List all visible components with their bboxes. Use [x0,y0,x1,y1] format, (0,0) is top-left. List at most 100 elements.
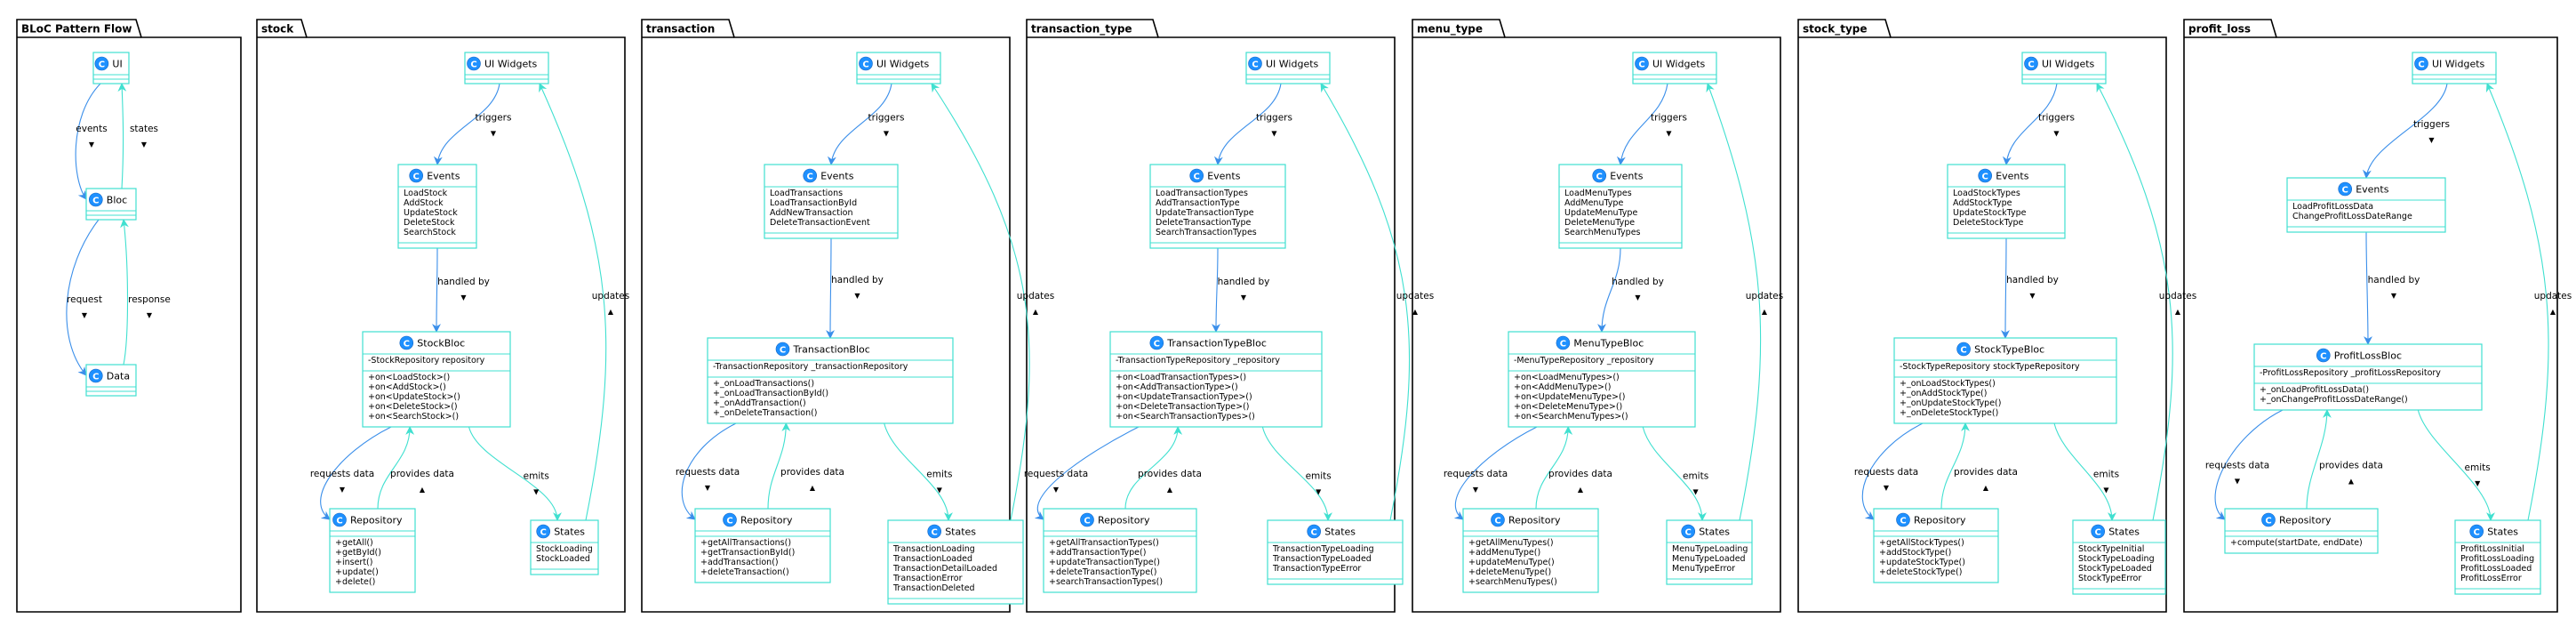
class-title: Events [1610,171,1644,182]
class-method: +deleteStockType() [1879,567,1962,577]
class-box [707,337,954,424]
class-field: AddTransactionType [1156,198,1240,208]
circle-c-icon: C [1681,524,1695,539]
circle-c-icon: C [89,368,103,383]
badge-circle [89,192,103,207]
class-title: Events [1207,171,1241,182]
edge-updates [1706,83,1762,521]
class-field: TransactionLoading [892,544,975,554]
edge-triggers [433,83,500,165]
class-method: +getAllMenuTypes() [1468,538,1554,548]
edge-label-provides-data: provides data▲ [1548,469,1612,494]
badge-letter: C [862,60,868,69]
class-box [2253,343,2483,411]
class-title: Events [427,171,460,182]
class-field: StockTypeLoading [2078,554,2155,564]
class-box [2072,519,2166,595]
class-method: +getAll() [335,538,373,548]
edge-label-text: handled by [437,277,490,287]
edge-direction-arrow: ▼ [82,311,88,319]
class-title: ProfitLossBloc [2334,350,2402,362]
class-field: TransactionDetailLoaded [892,564,997,574]
class-field: DeleteTransactionEvent [770,218,870,228]
class-title: Repository [2279,515,2332,526]
class-field: StockLoaded [536,554,590,564]
badge-letter: C [336,516,342,526]
edge-label-requests-data: requests data▼ [1444,469,1508,494]
circle-c-icon: C [536,524,551,539]
circle-c-icon: C [1556,335,1571,350]
edge-direction-arrow: ▼ [460,293,467,301]
package-profit-loss: profit_loss [2183,19,2558,613]
class-method: +updateStockType() [1879,558,1965,567]
edge-triggers [1213,83,1282,165]
class-method: +getById() [335,548,381,558]
edge-direction-arrow: ▲ [2175,308,2181,316]
edge-label-text: handled by [1218,277,1270,287]
edge-emits [884,422,953,521]
badge-circle [1248,56,1262,71]
edge-direction-arrow: ▲ [810,484,816,492]
class-title: TransactionBloc [793,344,870,356]
class-field: -TransactionRepository _transactionRepos… [713,362,908,372]
edge-direction-arrow: ▲ [1983,484,1989,492]
edge-request [66,219,100,376]
edge-label-text: updates [2534,291,2572,301]
circle-c-icon: C [2261,512,2276,527]
edge-label-text: updates [1396,291,1434,301]
edge-label-text: requests data [1854,467,1918,478]
edge-label-text: provides data [780,467,844,478]
class-field: SearchTransactionTypes [1156,228,1257,237]
edge-label-handled-by: handled by▼ [2368,275,2420,300]
class-method: +compute(startDate, endDate) [2230,538,2363,548]
edge-direction-arrow: ▲ [420,486,426,494]
edge-label-text: triggers [2038,113,2075,124]
badge-letter: C [1982,172,1988,181]
class-method: +on<UpdateStock>() [368,392,460,402]
circle-c-icon: C [94,56,109,71]
class-method: +delete() [335,577,375,587]
package-frame [256,19,626,613]
edge-label-text: provides data [1138,469,1202,479]
class-field: UpdateTransactionType [1156,208,1254,218]
class-field: AddNewTransaction [770,208,852,218]
badge-circle [1307,524,1321,539]
class-title: Events [820,171,854,182]
edge-label-text: handled by [2006,275,2059,285]
class-method: +insert() [335,558,372,567]
package-frame [16,19,242,613]
